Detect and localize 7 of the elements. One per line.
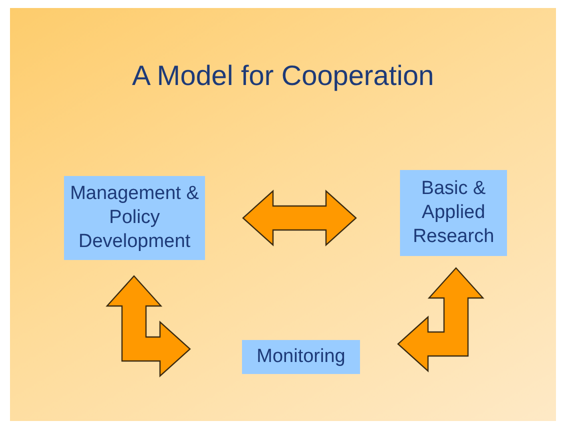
double-block-arrow xyxy=(242,190,357,246)
title: A Model for Cooperation xyxy=(131,60,435,92)
double-block-arrow xyxy=(106,275,191,378)
text-box: Basic & Applied Research xyxy=(400,170,507,256)
double-block-arrow xyxy=(397,267,484,372)
text-box: Management & Policy Development xyxy=(64,176,205,260)
text-box: Monitoring xyxy=(242,340,360,374)
